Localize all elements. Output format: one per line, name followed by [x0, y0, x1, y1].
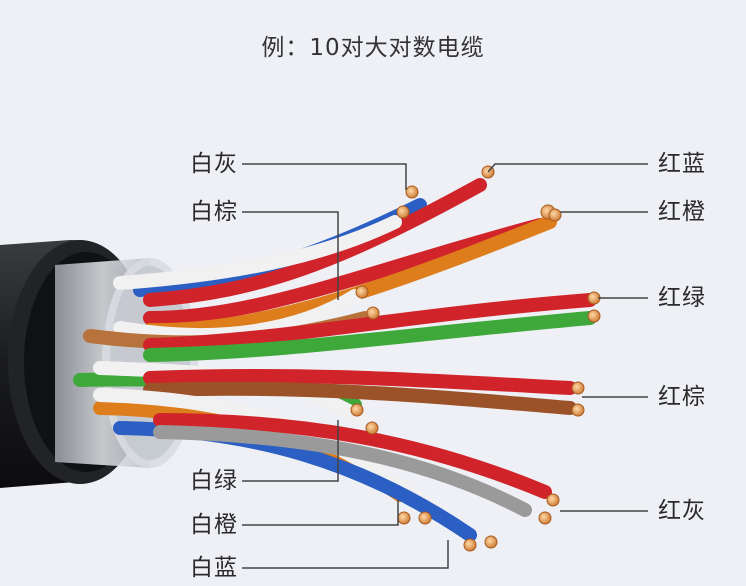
label-white-green: 白绿: [190, 468, 238, 494]
label-red-orange: 红橙: [658, 199, 706, 225]
leader-lines: [242, 163, 648, 569]
label-red-brown: 红棕: [658, 384, 706, 410]
label-white-orange: 白橙: [190, 512, 238, 538]
wire-bundle: [73, 178, 597, 542]
label-red-gray: 红灰: [658, 498, 706, 524]
copper-conductors: [350, 165, 601, 552]
label-red-green: 红绿: [658, 285, 706, 311]
label-white-blue: 白蓝: [190, 555, 238, 581]
label-white-gray: 白灰: [190, 151, 238, 177]
label-red-blue: 红蓝: [658, 151, 706, 177]
page-title: 例：10对大对数电缆: [261, 35, 485, 61]
label-white-brown: 白棕: [190, 199, 238, 225]
